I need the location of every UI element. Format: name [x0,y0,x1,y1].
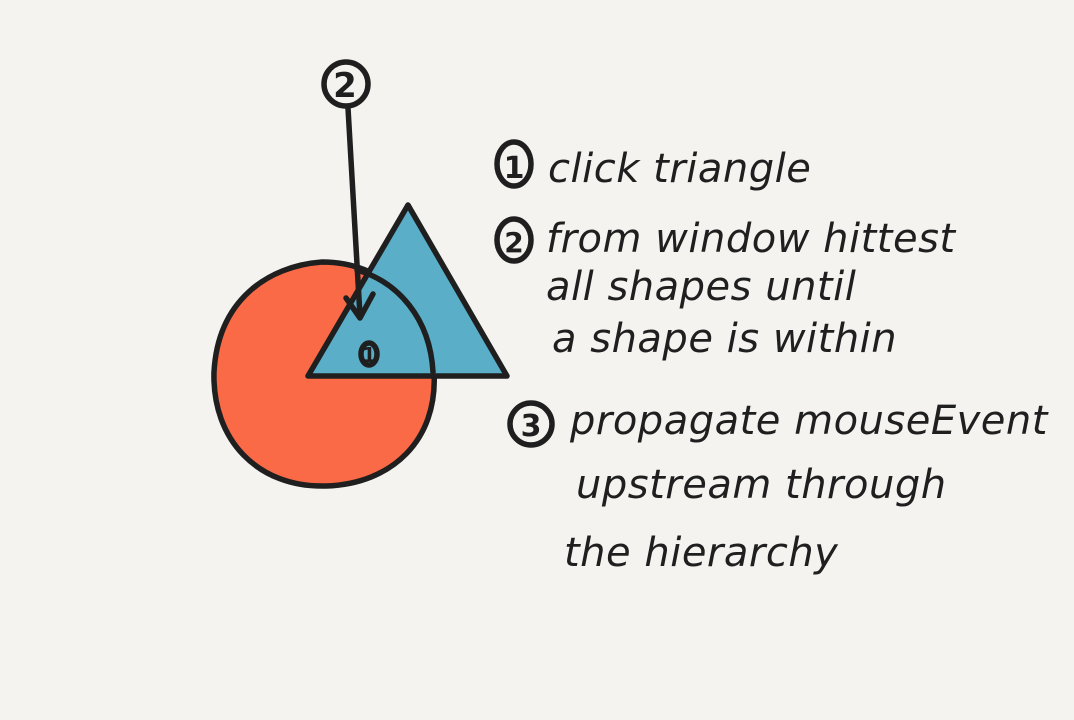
svg-text:all shapes until: all shapes until [546,264,856,310]
svg-text:1: 1 [504,151,525,186]
svg-text:click triangle: click triangle [548,146,811,192]
steps-list: 1 click triangle 2 from window hittest a… [494,139,1049,576]
marker-one: 1 [358,340,380,368]
svg-text:a shape is within: a shape is within [552,316,897,362]
hittest-arrow [343,105,376,321]
step-2: 2 from window hittest all shapes until a… [494,216,956,362]
svg-text:1: 1 [362,343,376,367]
step-1: 1 click triangle [494,139,811,192]
svg-text:2: 2 [504,226,523,259]
svg-text:from window hittest: from window hittest [546,216,956,262]
step-3: 3 propagate mouseEvent upstream through … [507,398,1049,576]
svg-text:upstream through: upstream through [576,462,947,508]
svg-text:3: 3 [521,409,542,444]
svg-text:2: 2 [333,66,357,106]
marker-two: 2 [321,59,371,109]
svg-text:propagate mouseEvent: propagate mouseEvent [569,398,1049,444]
svg-text:the hierarchy: the hierarchy [564,530,839,576]
